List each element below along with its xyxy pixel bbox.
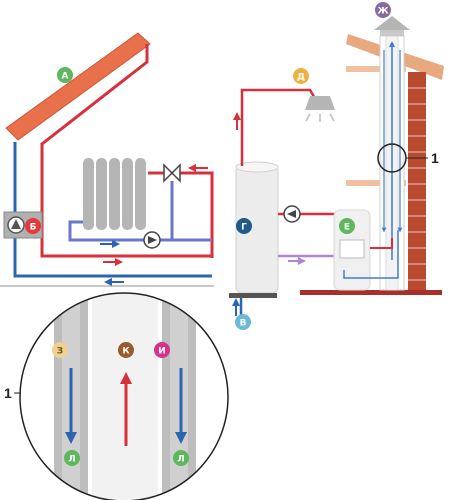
badge-i-label: И [158,347,166,357]
badge-b-label: Б [30,223,37,233]
chimney-detail [14,292,229,500]
boiler-cold-in [343,230,399,279]
badge-g-label: Г [241,223,247,233]
badge-b: Б [25,218,41,234]
badge-d-label: Д [297,73,305,83]
storage-tank-top [235,161,279,173]
badge-l-right: Л [173,450,189,466]
badge-e-label: Е [344,223,350,233]
solar-pump-arrow-icon [11,219,21,229]
badge-k-label: К [122,347,130,357]
radiator-return-pipe [68,220,212,242]
detail-right-channel [170,293,188,500]
badge-g: Г [236,218,252,234]
tank-pump-arrow-icon [287,210,296,218]
badge-e: Е [339,218,355,234]
shower-spray-3 [329,113,335,122]
solar-hot-pipe [40,44,212,258]
badge-z: З [52,342,68,358]
radiator [83,158,146,230]
chimney-cap-base [380,30,404,36]
beam-upper [346,66,406,72]
badge-a-label: А [62,72,69,82]
boiler-floor [300,290,442,295]
badge-l-left: Л [64,450,80,466]
badge-v: В [235,314,251,330]
badge-zh-label: Ж [377,7,388,17]
radiator-valve-icon [163,163,181,183]
badge-zh: Ж [375,2,391,18]
chimney-cap [374,16,410,30]
boiler-panel [339,239,365,259]
callout-number-top: 1 [431,150,439,166]
beam-lower [346,180,406,186]
solar-panel [5,32,151,141]
callout-number-bottom: 1 [4,385,12,401]
shower-spray-1 [305,113,311,122]
badge-i: И [154,342,170,358]
radiator-pump-arrow-icon [148,236,157,244]
badge-k: К [118,342,134,358]
solar-radiator-circuit [0,32,214,287]
boiler-chimney-group [300,16,444,295]
badge-l-left-label: Л [68,455,75,465]
detail-circle-outline [19,292,229,500]
storage-tank-group [229,88,337,320]
boiler-hot-out [370,238,393,249]
badge-d: Д [293,68,309,84]
badge-v-label: В [240,319,247,329]
brick-wall [408,72,426,292]
badge-z-label: З [57,347,63,357]
badge-a: А [57,67,73,83]
badge-l-right-label: Л [177,455,184,465]
shower-hot-pipe [240,88,318,166]
cold-inlet-bar [229,293,277,298]
brick-mortar [408,87,426,281]
shower-head-icon [305,96,335,110]
